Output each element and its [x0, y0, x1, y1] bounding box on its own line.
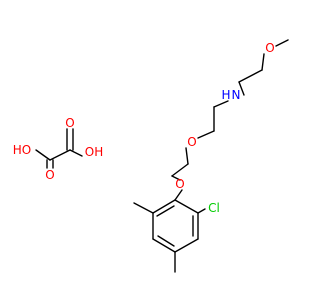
atom-o-methoxy: O [265, 41, 274, 55]
bond [197, 130, 215, 139]
bond [197, 208, 206, 214]
molecule-diagram: O N H O O Cl HO OH O O [13, 39, 289, 273]
atom-carbonyl-o-bottom: O [45, 168, 54, 182]
bond [238, 81, 245, 96]
atom-chlorine: Cl [208, 201, 220, 215]
bond [49, 149, 71, 161]
bond [157, 235, 175, 247]
atom-hydroxyl-right: OH [85, 145, 103, 159]
bond [35, 149, 51, 161]
bonds [35, 39, 289, 273]
bond [174, 199, 199, 214]
bond [174, 189, 183, 201]
bond [133, 202, 154, 214]
bond [152, 199, 176, 214]
atom-carbonyl-o-top: O [65, 116, 74, 130]
atom-hydroxyl-left: HO [13, 143, 31, 157]
atom-o-ether-upper: O [187, 135, 196, 149]
bond [261, 53, 265, 71]
bond [213, 100, 229, 108]
bond [238, 69, 263, 83]
atom-n-amine: N [232, 88, 241, 102]
bond [152, 238, 176, 253]
bond [174, 238, 199, 253]
bond [156, 205, 175, 217]
atom-labels: O N H O O Cl HO OH O O [13, 41, 275, 215]
bond [69, 149, 83, 157]
bond [275, 39, 289, 47]
bond [185, 147, 189, 165]
bond [171, 175, 181, 181]
atom-h-amine: H [221, 88, 230, 102]
bond [171, 163, 189, 177]
atom-o-ether-lower: O [175, 177, 184, 191]
